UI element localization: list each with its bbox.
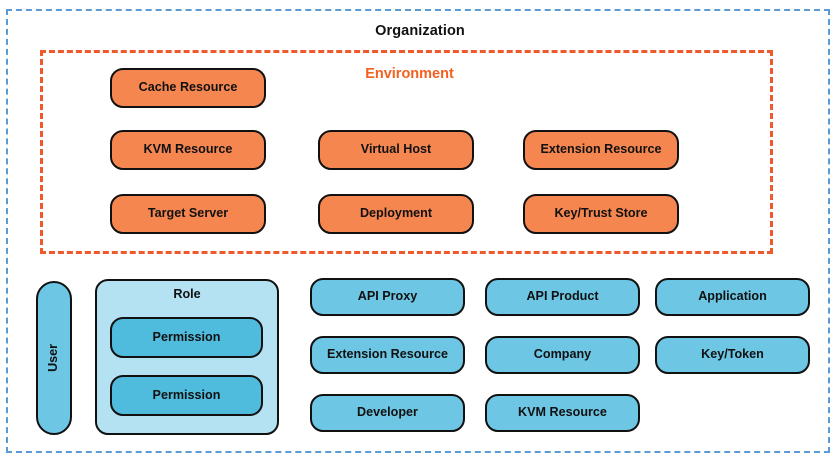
environment-node[interactable]: Deployment	[318, 194, 474, 234]
entity-node-label: Key/Token	[701, 347, 764, 362]
entity-node[interactable]: Key/Token	[655, 336, 810, 374]
entity-node[interactable]: API Product	[485, 278, 640, 316]
entity-node[interactable]: Developer	[310, 394, 465, 432]
entity-node-label: API Product	[526, 289, 599, 304]
entity-node-label: KVM Resource	[518, 405, 607, 420]
environment-node-label: Cache Resource	[138, 80, 238, 95]
entity-node[interactable]: Extension Resource	[310, 336, 465, 374]
organization-container: Organization	[6, 9, 830, 453]
entity-node[interactable]: KVM Resource	[485, 394, 640, 432]
environment-container: Environment	[40, 50, 773, 254]
organization-title: Organization	[375, 23, 465, 39]
permission-node[interactable]: Permission	[110, 317, 263, 358]
environment-node[interactable]: Cache Resource	[110, 68, 266, 108]
entity-group-role-label: Role	[173, 287, 201, 301]
environment-node[interactable]: Extension Resource	[523, 130, 679, 170]
entity-node-label: API Proxy	[357, 289, 418, 304]
entity-node-label: Application	[698, 289, 767, 304]
environment-node[interactable]: Target Server	[110, 194, 266, 234]
entity-node-label: Company	[533, 347, 592, 362]
environment-node[interactable]: Key/Trust Store	[523, 194, 679, 234]
environment-title: Environment	[365, 66, 454, 82]
permission-node-label: Permission	[152, 329, 221, 344]
entity-node[interactable]: Application	[655, 278, 810, 316]
environment-node-label: Virtual Host	[360, 142, 432, 157]
entity-node[interactable]: API Proxy	[310, 278, 465, 316]
environment-node-label: Key/Trust Store	[554, 206, 648, 221]
permission-node[interactable]: Permission	[110, 375, 263, 416]
environment-node-label: Extension Resource	[540, 142, 662, 157]
permission-node-label: Permission	[152, 387, 221, 402]
entity-node-label: Developer	[357, 405, 418, 420]
entity-node-label: Extension Resource	[326, 347, 449, 362]
entity-node-user[interactable]: User	[36, 281, 72, 435]
environment-node-label: Target Server	[147, 206, 229, 221]
environment-node[interactable]: Virtual Host	[318, 130, 474, 170]
environment-node-label: Deployment	[359, 206, 433, 221]
environment-node[interactable]: KVM Resource	[110, 130, 266, 170]
entity-node-user-label: User	[46, 343, 61, 373]
entity-node[interactable]: Company	[485, 336, 640, 374]
environment-node-label: KVM Resource	[143, 142, 233, 157]
